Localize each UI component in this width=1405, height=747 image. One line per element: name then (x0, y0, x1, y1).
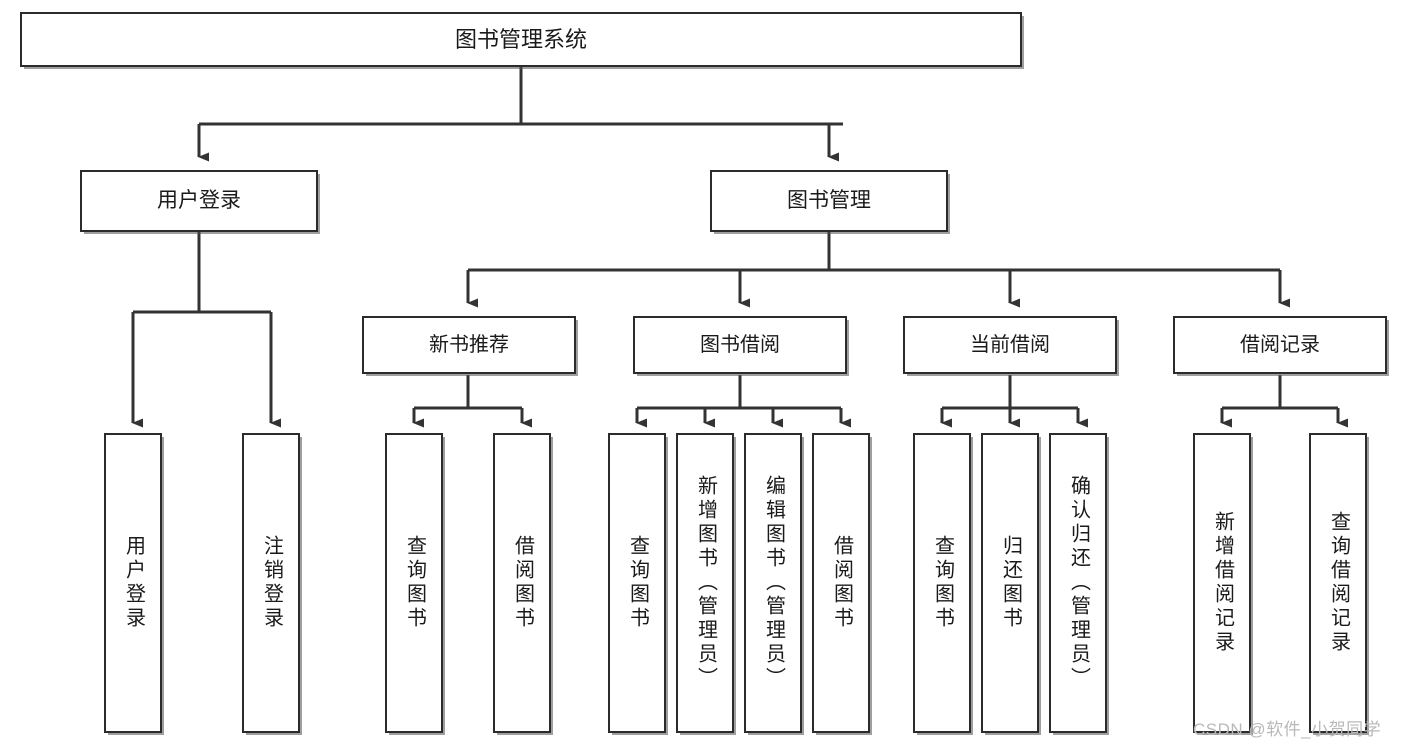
watermark-text: CSDN @软件_小贺同学 (1193, 720, 1382, 739)
leaf-query-record[interactable]: 查询借阅记录 (1309, 433, 1367, 733)
leaf-borrow-book-2-label: 借阅图书 (830, 535, 853, 631)
node-user-login-label: 用户登录 (157, 188, 241, 212)
leaf-borrow-book-1-label: 借阅图书 (511, 535, 534, 631)
leaf-add-record-label: 新增借阅记录 (1211, 511, 1234, 655)
leaf-borrow-book-2[interactable]: 借阅图书 (812, 433, 870, 733)
node-new-book-recommend-label: 新书推荐 (429, 333, 509, 356)
leaf-add-record[interactable]: 新增借阅记录 (1193, 433, 1251, 733)
node-book-borrow-label: 图书借阅 (700, 333, 780, 356)
node-borrow-record[interactable]: 借阅记录 (1173, 316, 1387, 374)
node-book-borrow[interactable]: 图书借阅 (633, 316, 847, 374)
leaf-user-logout[interactable]: 注销登录 (242, 433, 300, 733)
leaf-confirm-return[interactable]: 确认归还（管理员） (1049, 433, 1107, 733)
node-book-management-label: 图书管理 (787, 188, 871, 212)
leaf-query-book-1[interactable]: 查询图书 (385, 433, 443, 733)
leaf-edit-book-label: 编辑图书（管理员） (762, 475, 785, 691)
leaf-confirm-return-label: 确认归还（管理员） (1067, 475, 1090, 691)
leaf-query-book-1-label: 查询图书 (403, 535, 426, 631)
node-current-borrow-label: 当前借阅 (970, 333, 1050, 356)
node-root-label: 图书管理系统 (454, 26, 587, 52)
leaf-user-logout-label: 注销登录 (260, 535, 283, 631)
node-user-login[interactable]: 用户登录 (80, 170, 318, 232)
leaf-query-book-2[interactable]: 查询图书 (608, 433, 666, 733)
leaf-query-book-2-label: 查询图书 (626, 535, 649, 631)
leaf-user-login-label: 用户登录 (122, 535, 145, 631)
leaf-edit-book[interactable]: 编辑图书（管理员） (744, 433, 802, 733)
leaf-query-book-3[interactable]: 查询图书 (913, 433, 971, 733)
leaf-user-login[interactable]: 用户登录 (104, 433, 162, 733)
node-root[interactable]: 图书管理系统 (20, 12, 1022, 67)
leaf-borrow-book-1[interactable]: 借阅图书 (493, 433, 551, 733)
node-borrow-record-label: 借阅记录 (1240, 333, 1320, 356)
leaf-return-book[interactable]: 归还图书 (981, 433, 1039, 733)
leaf-return-book-label: 归还图书 (999, 535, 1022, 631)
node-new-book-recommend[interactable]: 新书推荐 (362, 316, 576, 374)
leaf-query-record-label: 查询借阅记录 (1327, 511, 1350, 655)
leaf-query-book-3-label: 查询图书 (931, 535, 954, 631)
node-book-management[interactable]: 图书管理 (710, 170, 948, 232)
leaf-add-book-label: 新增图书（管理员） (694, 475, 717, 691)
leaf-add-book[interactable]: 新增图书（管理员） (676, 433, 734, 733)
node-current-borrow[interactable]: 当前借阅 (903, 316, 1117, 374)
